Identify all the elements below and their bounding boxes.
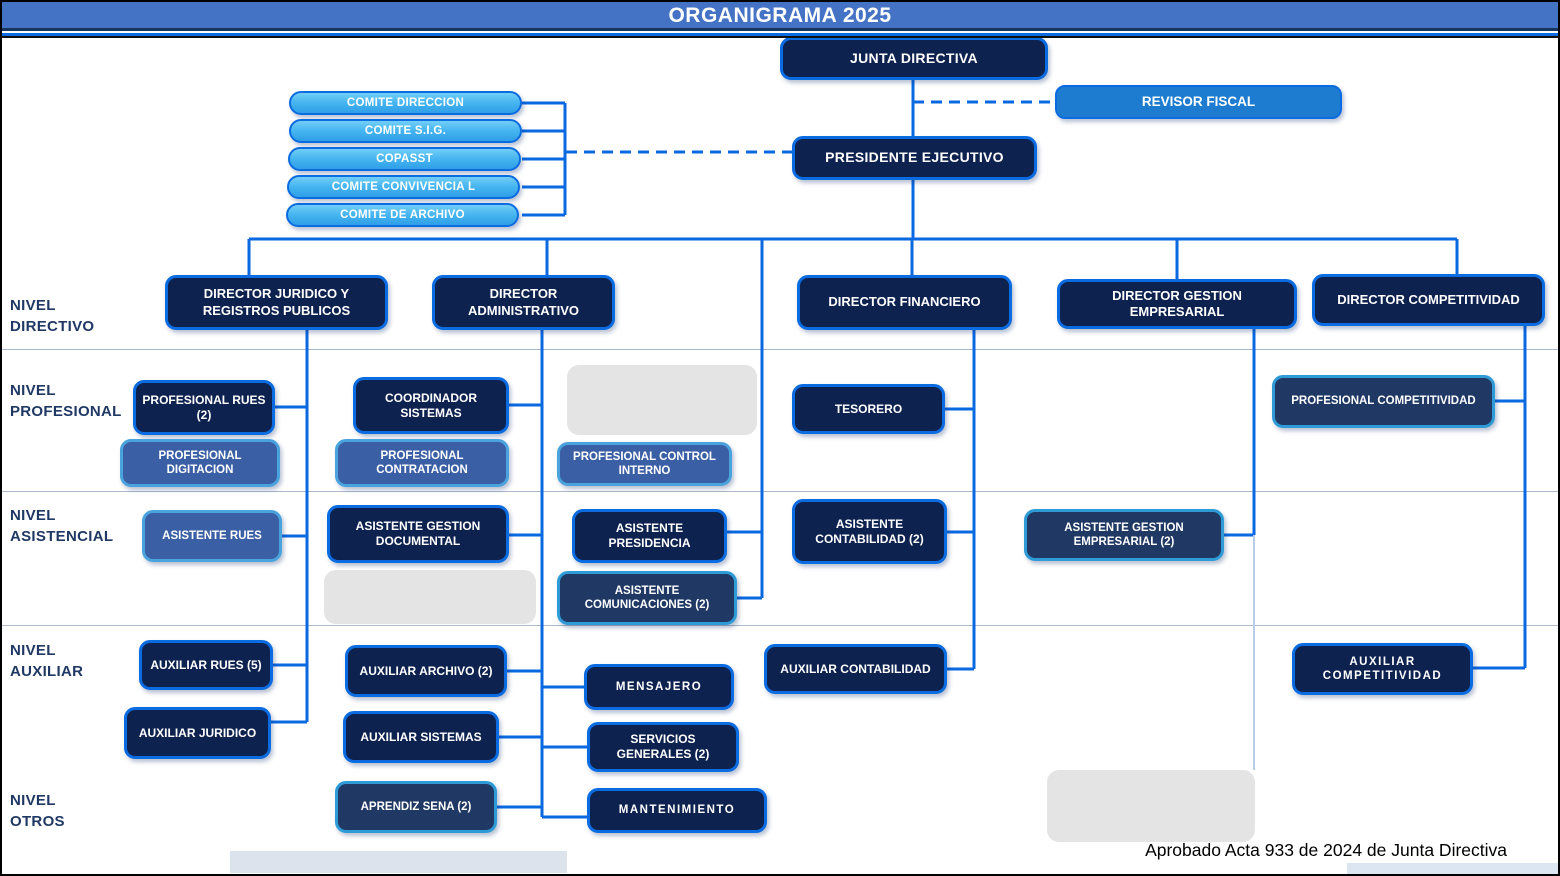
node-comite-sig: COMITE S.I.G. [289, 119, 522, 143]
node-profesional-control-interno: PROFESIONAL CONTROL INTERNO [557, 442, 732, 486]
node-auxiliar-rues: AUXILIAR RUES (5) [139, 640, 273, 690]
node-aprendiz-sena: APRENDIZ SENA (2) [335, 781, 497, 833]
row-divider [2, 349, 1558, 350]
node-director-juridico: DIRECTOR JURIDICO Y REGISTROS PUBLICOS [165, 275, 388, 330]
node-comite-archivo: COMITE DE ARCHIVO [286, 203, 519, 227]
node-mantenimiento: MANTENIMIENTO [587, 788, 767, 833]
page-title: ORGANIGRAMA 2025 [668, 4, 892, 27]
node-tesorero: TESORERO [792, 384, 945, 434]
node-asistente-rues: ASISTENTE RUES [142, 510, 282, 562]
level-label-profesional: NIVEL PROFESIONAL [10, 382, 122, 420]
node-asistente-comunicaciones: ASISTENTE COMUNICACIONES (2) [557, 571, 737, 625]
node-director-gestion: DIRECTOR GESTION EMPRESARIAL [1057, 279, 1297, 329]
node-director-administrativo: DIRECTOR ADMINISTRATIVO [432, 275, 615, 330]
row-divider [2, 491, 1558, 492]
redacted-box-profesional [567, 365, 757, 435]
node-coordinador-sistemas: COORDINADOR SISTEMAS [353, 377, 509, 434]
node-junta-directiva: JUNTA DIRECTIVA [780, 37, 1048, 80]
node-auxiliar-juridico: AUXILIAR JURIDICO [124, 707, 271, 759]
node-director-financiero: DIRECTOR FINANCIERO [797, 275, 1012, 330]
node-presidente-ejecutivo: PRESIDENTE EJECUTIVO [792, 136, 1037, 180]
node-auxiliar-sistemas: AUXILIAR SISTEMAS [343, 711, 499, 763]
title-rule [2, 33, 1558, 38]
redacted-box-bottom [1047, 770, 1255, 842]
node-asistente-presidencia: ASISTENTE PRESIDENCIA [572, 509, 727, 563]
node-servicios-generales: SERVICIOS GENERALES (2) [587, 722, 739, 772]
node-revisor-fiscal: REVISOR FISCAL [1055, 85, 1342, 119]
node-auxiliar-archivo: AUXILIAR ARCHIVO (2) [345, 645, 507, 697]
node-profesional-rues: PROFESIONAL RUES (2) [133, 380, 275, 435]
level-label-otros: NIVEL OTROS [10, 792, 65, 830]
node-mensajero: MENSAJERO [584, 664, 734, 710]
level-label-asistencial: NIVEL ASISTENCIAL [10, 507, 114, 545]
node-profesional-contratacion: PROFESIONAL CONTRATACION [335, 439, 509, 487]
redacted-box-asistencial [324, 570, 536, 624]
node-comite-direccion: COMITE DIRECCION [289, 91, 522, 115]
level-label-directivo: NIVEL DIRECTIVO [10, 297, 95, 335]
node-profesional-digitacion: PROFESIONAL DIGITACION [120, 439, 280, 487]
approval-note: Aprobado Acta 933 de 2024 de Junta Direc… [1145, 840, 1507, 860]
level-label-auxiliar: NIVEL AUXILIAR [10, 642, 84, 680]
node-director-competitividad: DIRECTOR COMPETITIVIDAD [1312, 274, 1545, 326]
node-copasst: COPASST [288, 147, 521, 171]
row-divider [2, 625, 1558, 626]
node-profesional-competitividad: PROFESIONAL COMPETITIVIDAD [1272, 375, 1495, 428]
node-asistente-gestion-documental: ASISTENTE GESTION DOCUMENTAL [327, 505, 509, 563]
title-bar: ORGANIGRAMA 2025 [2, 2, 1558, 31]
bottom-right-strip [1347, 863, 1558, 874]
node-auxiliar-contabilidad: AUXILIAR CONTABILIDAD [764, 644, 947, 694]
node-asistente-contabilidad: ASISTENTE CONTABILIDAD (2) [792, 499, 947, 564]
bottom-left-strip [230, 851, 567, 873]
node-comite-convivencia: COMITE CONVIVENCIA L [287, 175, 520, 199]
node-auxiliar-competitividad: AUXILIAR COMPETITIVIDAD [1292, 643, 1473, 695]
node-asistente-gestion-empresarial: ASISTENTE GESTION EMPRESARIAL (2) [1024, 509, 1224, 561]
